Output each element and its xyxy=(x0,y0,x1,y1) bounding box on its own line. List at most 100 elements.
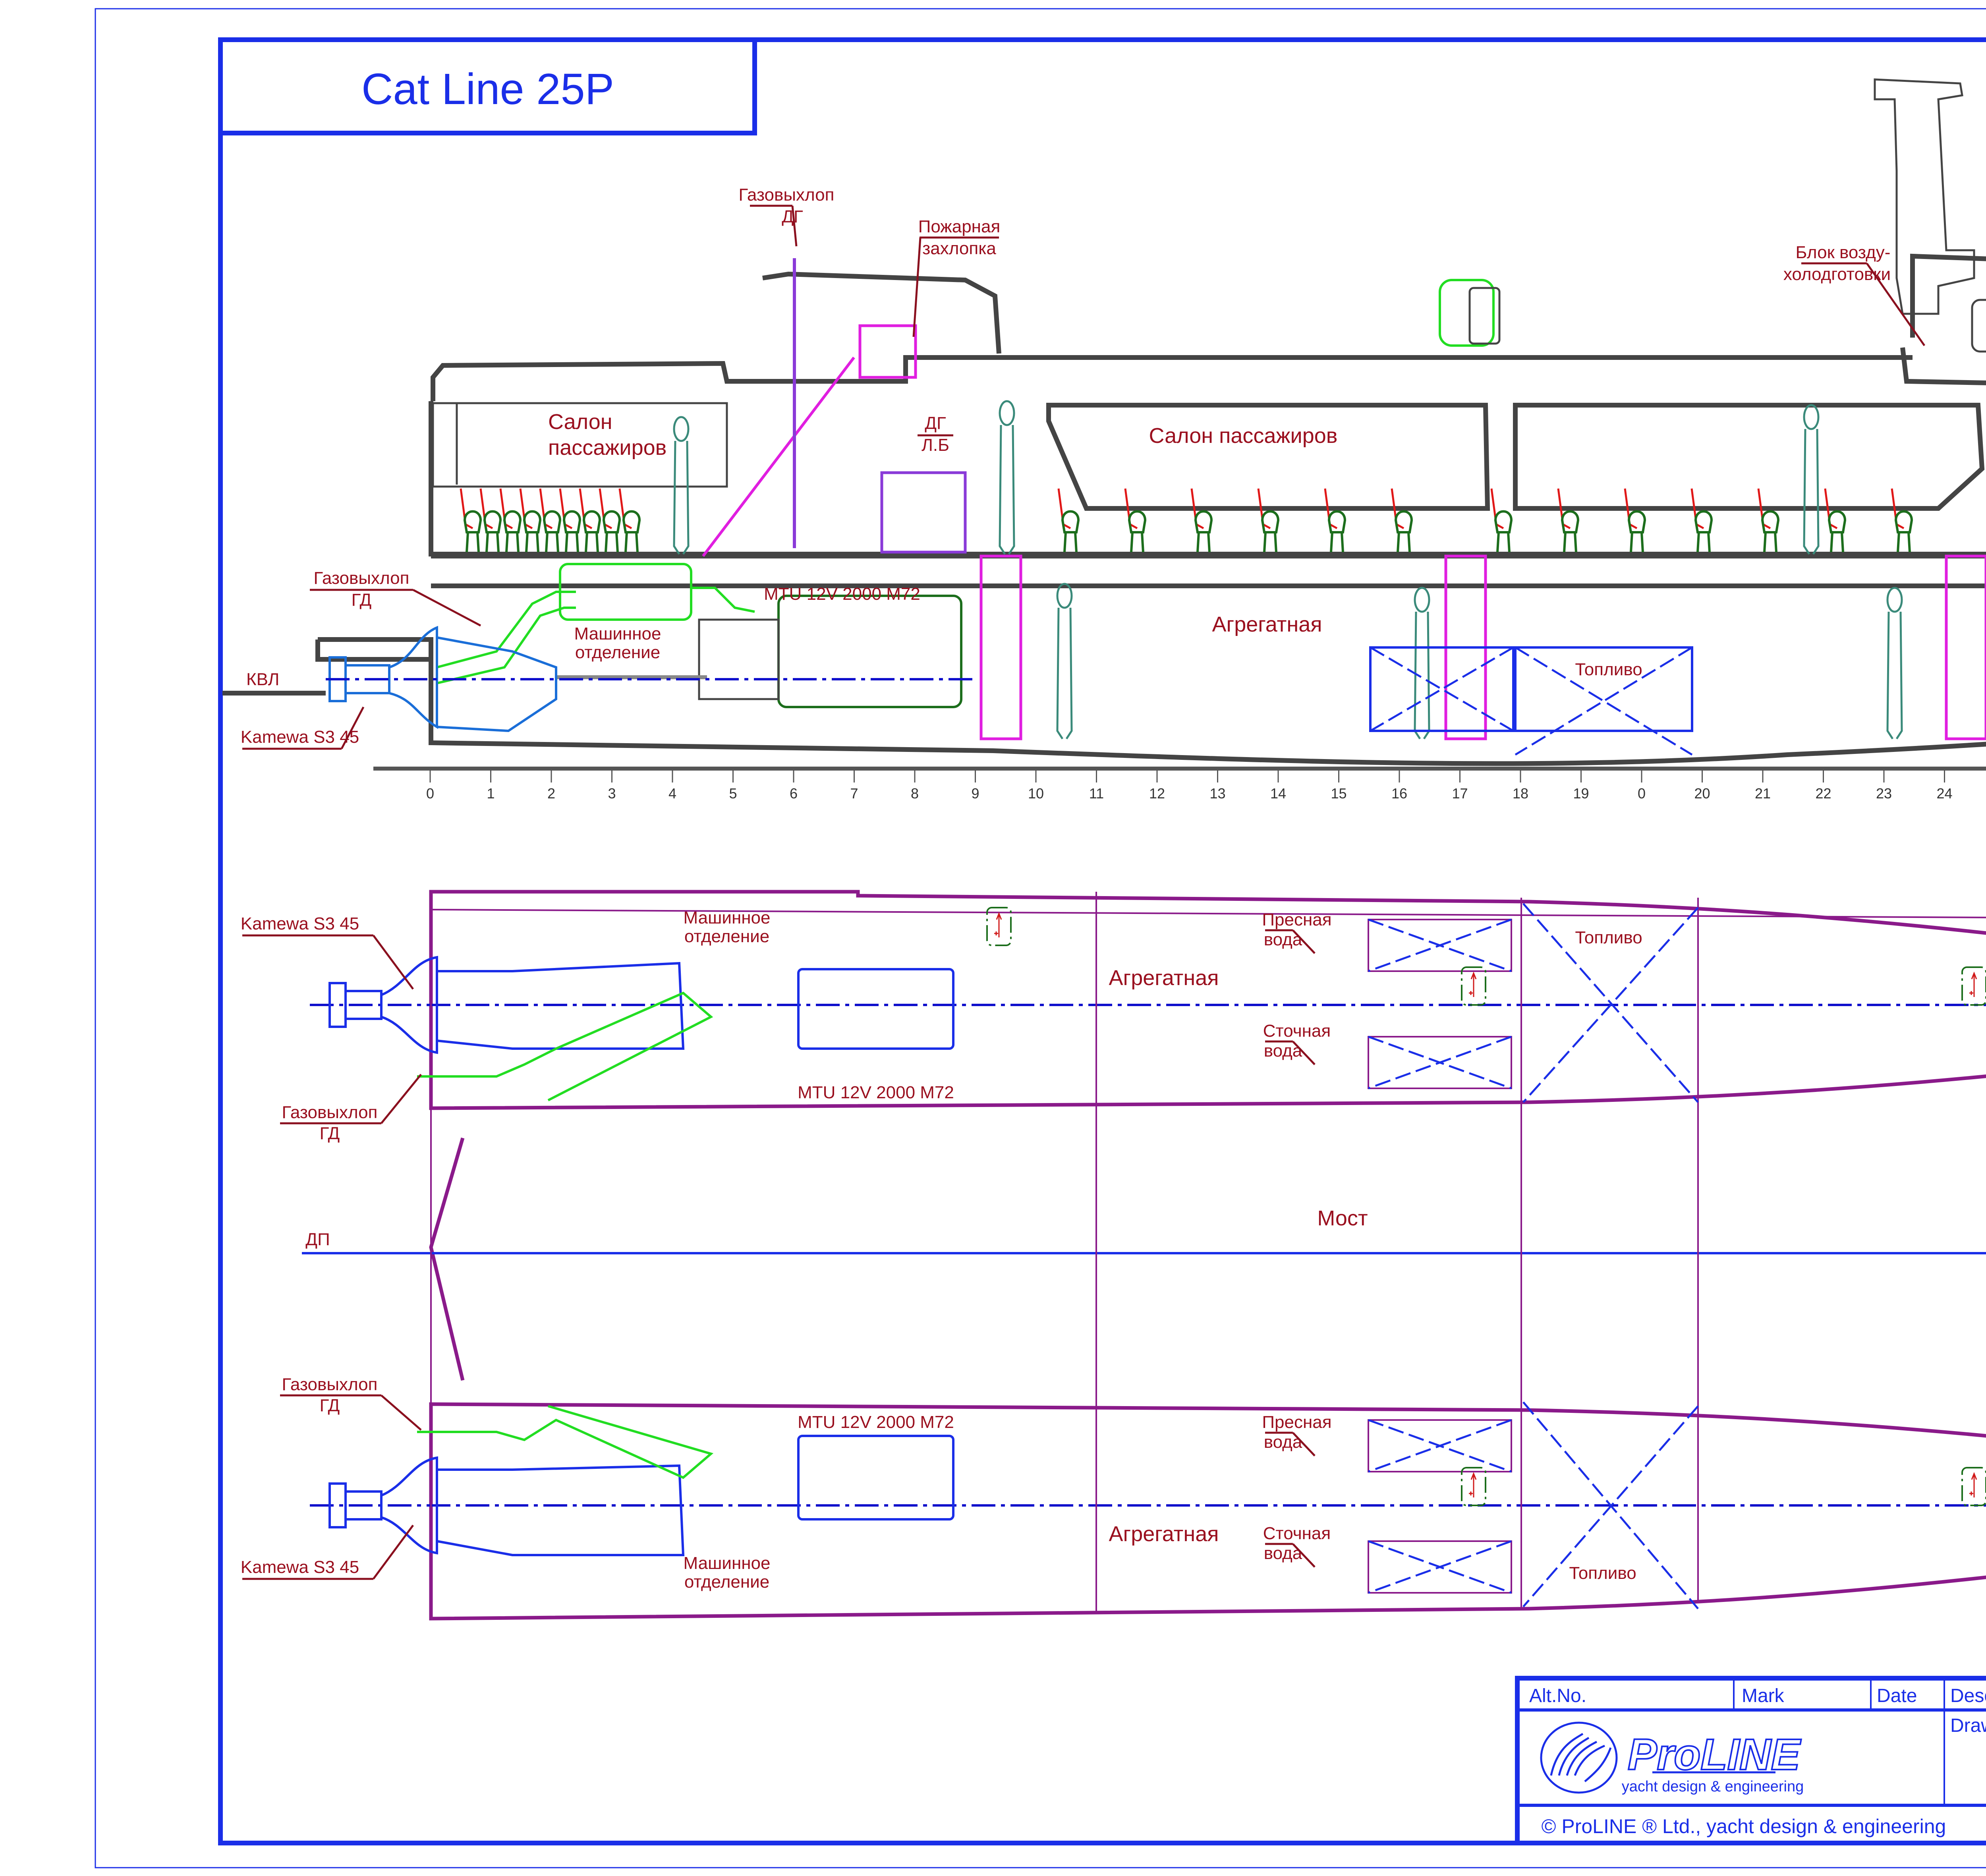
tb-alt-no: Alt.No. xyxy=(1529,1685,1586,1706)
svg-text:отделение: отделение xyxy=(684,927,769,946)
aft-saloon-seats xyxy=(460,488,641,553)
ruler-tick-label: 7 xyxy=(850,785,858,802)
ruler-tick-label: 4 xyxy=(668,785,676,802)
seat-cushion xyxy=(1561,510,1580,533)
proline-logo: ProLINE yacht design & engineering xyxy=(1540,1721,1804,1795)
seat-back xyxy=(519,488,533,529)
seat-back xyxy=(559,488,573,529)
seat-back xyxy=(579,488,593,529)
label-dg-lb: ДГ Л.Б xyxy=(918,413,953,455)
exhaust-housing xyxy=(762,271,1001,354)
seat-leg xyxy=(1496,532,1511,553)
ruler-tick-label: 1 xyxy=(487,785,495,802)
svg-text:Машинное: Машинное xyxy=(683,908,770,927)
main-engine-exhaust xyxy=(437,563,755,684)
label-waterjet-bottom: Kamewa S3 45 xyxy=(241,1524,414,1580)
human-figure-body xyxy=(999,425,1015,555)
ruler-tick-label: 19 xyxy=(1573,785,1589,802)
ruler-tick-label: 0 xyxy=(426,785,434,802)
label-aux-top: Агрегатная xyxy=(1109,966,1219,990)
upper-deck-line xyxy=(431,355,1913,401)
svg-text:Пожарная: Пожарная xyxy=(918,217,1001,236)
wheelhouse-window-1 xyxy=(1971,299,1986,353)
human-figure-body xyxy=(673,441,690,555)
title-box: Cat Line 25P xyxy=(218,37,757,135)
seat-leg xyxy=(466,532,480,553)
label-engine-room-top: Машинное отделение xyxy=(683,908,770,946)
label-bridge: Мост xyxy=(1317,1206,1368,1230)
hatch-symbol xyxy=(1961,966,1986,1006)
human-figure-head xyxy=(673,416,690,442)
propulsion-top xyxy=(328,956,954,1101)
svg-text:холодготовки: холодготовки xyxy=(1783,265,1891,284)
seat-cushion xyxy=(622,510,641,533)
ruler-tick-label: 0 xyxy=(1638,785,1646,802)
ruler-tick-label: 12 xyxy=(1149,785,1165,802)
mast xyxy=(1874,78,1975,315)
ruler-tick-label: 23 xyxy=(1876,785,1892,802)
ruler-tick-label: 8 xyxy=(911,785,919,802)
label-waterjet-top: Kamewa S3 45 xyxy=(241,914,414,990)
hatch-symbols xyxy=(986,907,1986,1506)
label-salon-aft: Салон пассажиров xyxy=(548,410,667,460)
label-grey-water-bottom: Сточная вода xyxy=(1263,1524,1331,1568)
transom xyxy=(315,640,429,662)
label-aux-room-mid: Агрегатная xyxy=(1212,612,1322,636)
ruler-tick-label: 22 xyxy=(1815,785,1831,802)
svg-text:Kamewa S3 45: Kamewa S3 45 xyxy=(241,914,359,933)
tb-date: Date xyxy=(1877,1685,1917,1706)
seat-cushion xyxy=(1627,510,1646,533)
label-fire-damper: Пожарная захлопка xyxy=(912,217,1001,337)
seat-cushion xyxy=(503,510,522,533)
seat-leg xyxy=(1763,532,1777,553)
fire-damper-box xyxy=(858,324,917,379)
human-figure-head xyxy=(1803,404,1820,430)
life-raft xyxy=(1439,279,1501,347)
svg-text:ГД: ГД xyxy=(352,590,372,610)
main-saloon-window-1 xyxy=(1046,403,1490,511)
seat-leg xyxy=(1630,532,1644,553)
human-figure-head xyxy=(1886,587,1903,613)
svg-text:Пресная: Пресная xyxy=(1262,910,1331,929)
tb-copyright: © ProLINE ® Ltd., yacht design & enginee… xyxy=(1542,1815,1946,1837)
lower-hull-outline xyxy=(429,1402,1986,1621)
drawing-frame xyxy=(218,37,1986,1845)
seat-back xyxy=(499,488,513,529)
bridge-deck-outline xyxy=(429,1137,465,1381)
seat-leg xyxy=(1897,532,1911,553)
label-engine-model-profile: MTU 12V 2000 M72 xyxy=(764,584,920,604)
tanks-top xyxy=(1368,903,1699,1103)
hold-view: Трюм xyxy=(241,890,1986,1621)
seat-cushion xyxy=(1894,510,1913,533)
hatch-arrow-icon xyxy=(1469,1472,1477,1497)
seat-cushion xyxy=(1261,510,1280,533)
label-exhaust-gd-profile: Газовыхлоп ГД xyxy=(310,568,481,627)
profile-view: Разрез по ДП КВЛ КВЛ xyxy=(222,78,1986,802)
svg-text:ДГ: ДГ xyxy=(925,413,946,433)
ruler-tick-label: 16 xyxy=(1391,785,1407,802)
label-engine-bottom: MTU 12V 2000 M72 xyxy=(798,1412,954,1432)
fuel-tank-profile xyxy=(1369,646,1693,756)
human-figure-head xyxy=(1414,587,1430,613)
seat-leg xyxy=(1330,532,1344,553)
proline-logo-tagline: yacht design & engineering xyxy=(1622,1778,1804,1795)
seat-cushion xyxy=(543,510,562,533)
svg-text:Сточная: Сточная xyxy=(1263,1021,1331,1041)
seat-leg xyxy=(624,532,639,553)
seat-cushion xyxy=(582,510,601,533)
seat-leg xyxy=(1063,532,1078,553)
svg-text:отделение: отделение xyxy=(575,643,660,662)
seat-leg xyxy=(1563,532,1577,553)
label-dp-left: ДП xyxy=(305,1230,330,1249)
seat-leg xyxy=(505,532,520,553)
svg-text:Пресная: Пресная xyxy=(1262,1412,1331,1432)
seat-back xyxy=(460,488,473,529)
ruler-tick-label: 11 xyxy=(1089,785,1104,802)
seat-leg xyxy=(565,532,579,553)
hatch-arrow-icon xyxy=(1469,971,1477,997)
hatch-symbol xyxy=(1461,966,1486,1006)
label-grey-water-top: Сточная вода xyxy=(1263,1021,1331,1065)
label-fuel-bottom: Топливо xyxy=(1569,1563,1636,1583)
seat-leg xyxy=(1397,532,1411,553)
